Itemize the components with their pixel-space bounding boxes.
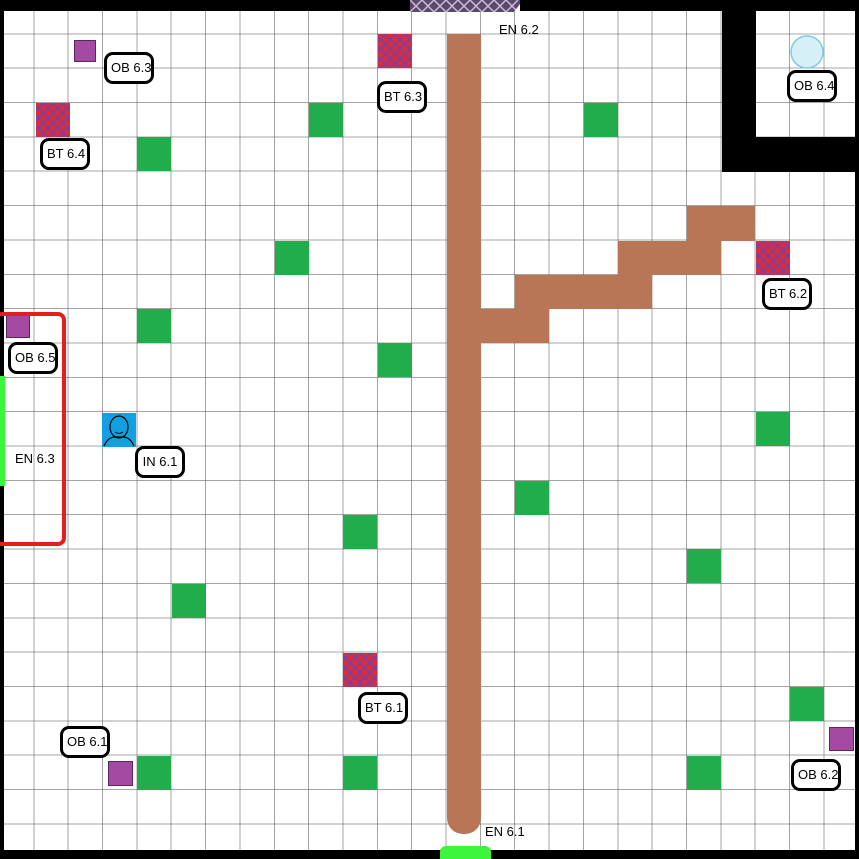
bush	[172, 584, 206, 618]
bush	[515, 481, 549, 515]
bush	[687, 549, 721, 583]
path-segment	[687, 206, 755, 241]
object-ob-6-1[interactable]	[108, 761, 133, 786]
label-bt-6-2: BT 6.2	[762, 278, 812, 310]
bush	[790, 687, 824, 721]
bush	[378, 343, 412, 377]
label-ob-6-1: OB 6.1	[60, 726, 110, 758]
zone-boundary	[0, 312, 66, 546]
trap-bt-6-4[interactable]	[36, 103, 70, 137]
bush	[309, 103, 343, 137]
label-in-6-1: IN 6.1	[135, 446, 185, 478]
object-ob-6-2[interactable]	[829, 727, 854, 751]
wall-right	[855, 0, 859, 859]
trap-bt-6-1[interactable]	[343, 653, 377, 687]
trap-bt-6-3[interactable]	[378, 34, 412, 68]
bush	[756, 412, 790, 446]
bush	[275, 241, 309, 275]
trap-bt-6-2[interactable]	[756, 241, 790, 275]
object-ob-6-3[interactable]	[74, 40, 96, 62]
label-bt-6-4: BT 6.4	[40, 138, 90, 170]
label-ob-6-2: OB 6.2	[791, 759, 841, 791]
label-bt-6-1: BT 6.1	[358, 692, 408, 724]
person-icon	[103, 415, 135, 447]
bush	[343, 756, 377, 790]
entry-marker-left[interactable]	[0, 376, 5, 486]
label-bt-6-3: BT 6.3	[377, 81, 427, 113]
circle-goal-icon[interactable]	[789, 34, 825, 70]
bush	[584, 103, 618, 137]
label-ob-6-5: OB 6.5	[8, 342, 58, 374]
label-en-6-3: EN 6.3	[15, 451, 55, 466]
bush	[137, 756, 171, 790]
bush	[137, 309, 171, 343]
path-segment	[618, 241, 721, 275]
bush	[687, 756, 721, 790]
lattice-gate-icon[interactable]	[410, 0, 520, 12]
agent[interactable]	[102, 413, 136, 447]
path-segment	[481, 309, 549, 343]
path-segment	[515, 275, 652, 309]
bush	[343, 515, 377, 549]
wall-bottom	[0, 850, 859, 859]
label-ob-6-3: OB 6.3	[104, 52, 154, 84]
label-en-6-1: EN 6.1	[485, 824, 525, 839]
label-ob-6-4: OB 6.4	[787, 70, 837, 102]
path-vertical	[447, 34, 481, 834]
entry-marker-bottom[interactable]	[440, 846, 491, 859]
label-en-6-2: EN 6.2	[499, 22, 539, 37]
room-wall-horizontal	[722, 137, 859, 172]
bush	[137, 137, 171, 171]
